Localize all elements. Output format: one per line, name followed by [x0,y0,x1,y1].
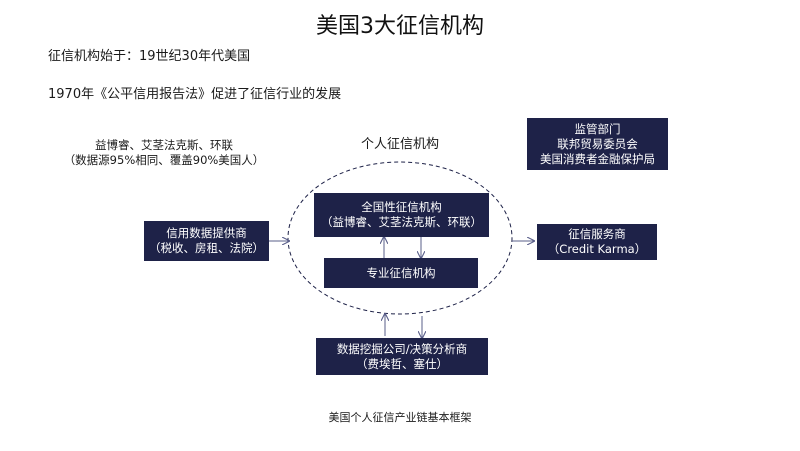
bureaus-note-line1: 益博睿、艾茎法克斯、环联 [95,138,233,152]
bureaus-note: 益博睿、艾茎法克斯、环联 （数据源95%相同、覆盖90%美国人） [56,138,272,168]
regulators-ftc: 联邦贸易委员会 [557,136,638,151]
data-mining-title: 数据挖掘公司/决策分析商 [336,341,468,356]
page-title: 美国3大征信机构 [316,14,484,39]
personal-credit-ellipse [287,161,513,315]
bureaus-note-line2: （数据源95%相同、覆盖90%美国人） [63,153,265,167]
diagram-caption: 美国个人征信产业链基本框架 [328,411,472,424]
data-providers-title: 信用数据提供商 [166,226,247,240]
data-mining-examples: （费埃哲、塞仕） [356,356,448,371]
national-agency-members: （益博睿、艾茎法克斯、环联） [321,215,482,229]
national-agency-title: 全国性征信机构 [361,200,442,214]
personal-credit-label: 个人征信机构 [360,137,439,152]
regulators-title: 监管部门 [574,121,621,136]
intro-law-text: 1970年《公平信用报告法》促进了征信行业的发展 [48,87,342,102]
data-mining-box: 数据挖掘公司/决策分析商 （费埃哲、塞仕） [316,338,488,375]
credit-services-example: （Credit Karma） [547,242,647,256]
data-providers-box: 信用数据提供商 （税收、房租、法院） [144,221,269,261]
national-agency-box: 全国性征信机构 （益博睿、艾茎法克斯、环联） [314,193,489,237]
credit-services-box: 征信服务商 （Credit Karma） [537,224,657,260]
specialized-agency-box: 专业征信机构 [324,258,478,288]
credit-services-title: 征信服务商 [568,227,626,241]
specialized-agency-title: 专业征信机构 [366,265,436,280]
data-providers-examples: （税收、房租、法院） [149,241,264,255]
intro-origin-text: 征信机构始于：19世纪30年代美国 [48,49,251,64]
regulators-box: 监管部门 联邦贸易委员会 美国消费者金融保护局 [527,118,668,170]
regulators-cfpb: 美国消费者金融保护局 [540,151,655,166]
